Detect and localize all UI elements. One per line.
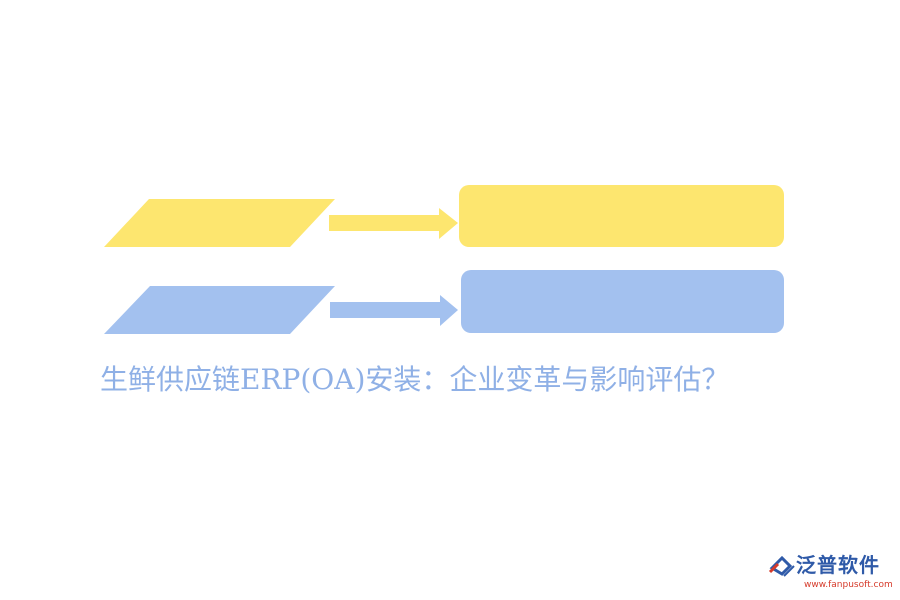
arrow-right-icon	[330, 295, 458, 326]
page-title: 生鲜供应链ERP(OA)安装：企业变革与影响评估？	[100, 363, 730, 396]
flow-row-yellow	[104, 185, 784, 247]
rounded-box-yellow	[459, 185, 784, 247]
fanpu-logo-icon	[768, 555, 795, 577]
flow-row-blue	[104, 270, 784, 334]
rounded-box-blue	[461, 270, 784, 333]
logo-url[interactable]: www.fanpusoft.com	[804, 580, 893, 590]
parallelogram-yellow	[104, 199, 335, 247]
logo-name: 泛普软件	[796, 553, 880, 577]
fanpu-logo[interactable]: 泛普软件 www.fanpusoft.com	[768, 552, 893, 592]
parallelogram-blue	[104, 286, 335, 334]
arrow-right-icon	[329, 208, 458, 239]
